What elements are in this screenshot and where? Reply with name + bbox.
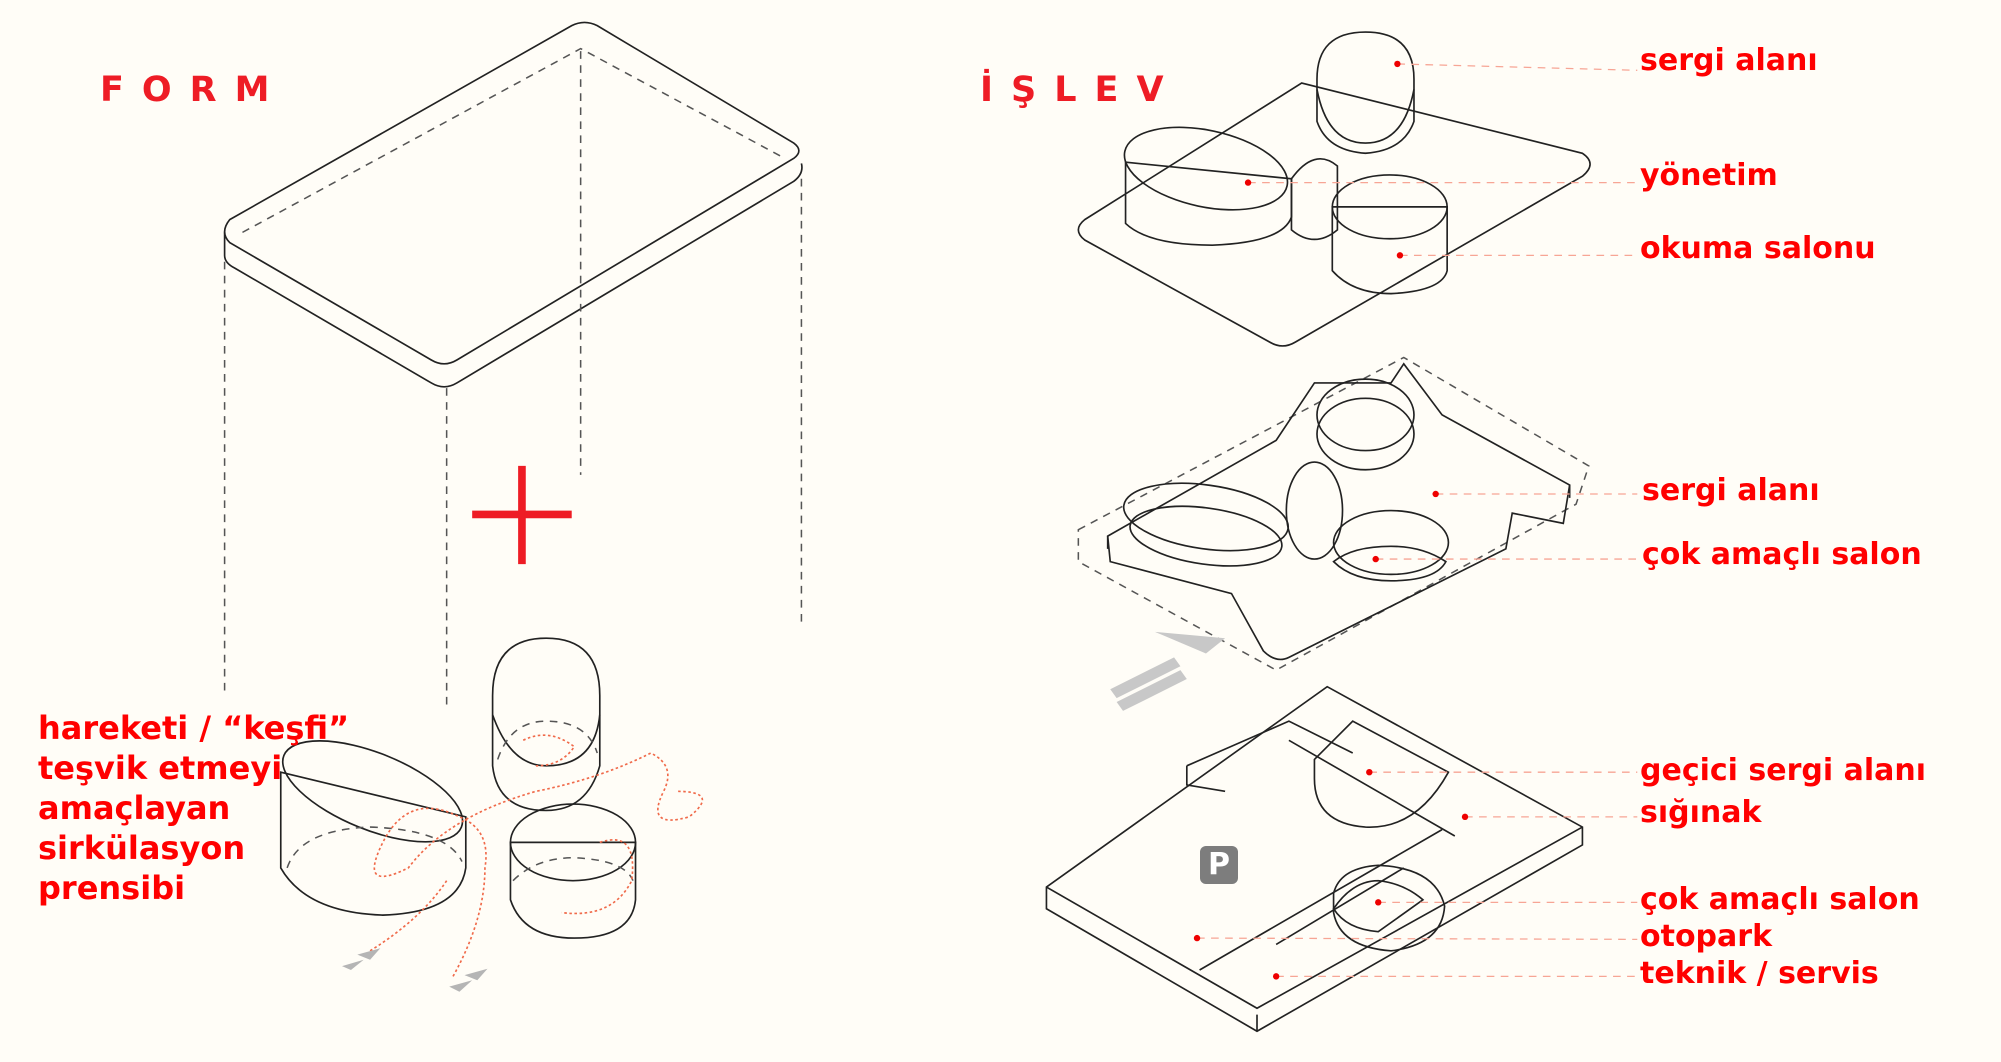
leader-lines [1193,60,1638,980]
label-upper-sergi-alani: sergi alanı [1640,43,1818,78]
yellow-volume [279,740,467,916]
parking-icon: P [1200,846,1238,884]
label-okuma-salonu: okuma salonu [1640,231,1876,266]
label-yonetim: yönetim [1640,158,1778,193]
plus-sign [472,465,572,565]
form-caption: hareketi / “keşfi” teşvik etmeyi amaçlay… [38,708,349,908]
caption-line: amaçlayan [38,789,231,827]
label-teknik-servis: teknik / servis [1640,956,1879,991]
green-volume [491,637,601,812]
circulation-path [342,734,704,992]
label-gecici-sergi-alani: geçici sergi alanı [1640,753,1927,788]
label-ground-cok-amacli-salon: çok amaçlı salon [1642,537,1922,572]
label-siginak: sığınak [1640,795,1762,830]
caption-line: sirkülasyon [38,829,246,867]
islev-title: İŞLEV [980,70,1182,110]
label-ground-sergi-alani: sergi alanı [1642,473,1820,508]
roof-slab [223,21,803,709]
form-title: FORM [100,70,288,110]
orange-volume [509,803,637,939]
caption-line: prensibi [38,869,186,907]
upper-level-plan [1077,31,1591,347]
ground-level-plan [1077,356,1590,711]
label-otopark: otopark [1640,919,1773,954]
caption-line: hareketi / “keşfi” [38,709,350,747]
caption-line: teşvik etmeyi [38,749,283,787]
basement-plan [1045,685,1584,1033]
label-basement-cok-amacli-salon: çok amaçlı salon [1640,882,1920,917]
